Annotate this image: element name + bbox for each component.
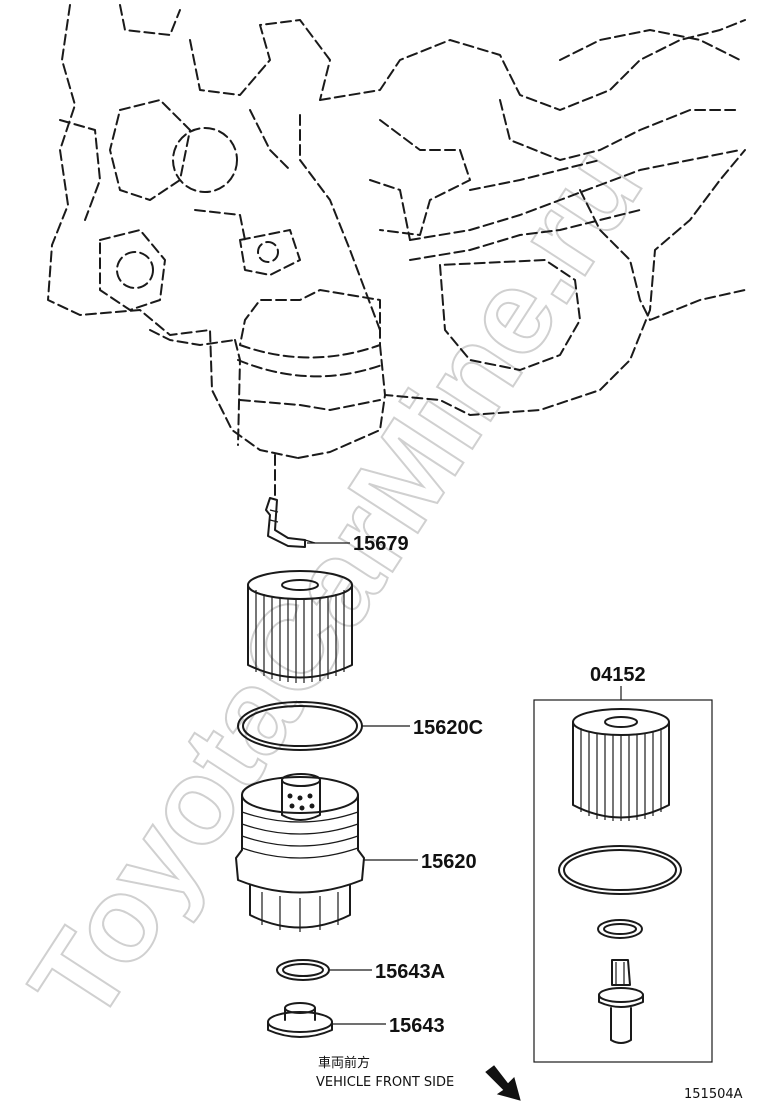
kit-o-ring-large: [558, 845, 682, 895]
oil-filter-element: [247, 570, 353, 683]
kit-o-ring-small: [597, 919, 643, 939]
label-15643: 15643: [389, 1015, 445, 1037]
label-15620C: 15620C: [413, 717, 483, 739]
vehicle-front-japanese: 車両前方: [318, 1055, 370, 1071]
drain-plug-15643: [267, 1002, 333, 1038]
engine-block-outline: [47, 4, 746, 459]
vehicle-front-arrow-icon: [485, 1065, 521, 1101]
vehicle-front-english: VEHICLE FRONT SIDE: [316, 1075, 454, 1090]
label-04152: 04152: [590, 664, 646, 686]
label-15643A: 15643A: [375, 961, 445, 983]
kit-filter-element: [572, 708, 670, 821]
label-15679: 15679: [353, 533, 409, 555]
oil-filter-cap-15620: [235, 773, 365, 932]
figure-id: 151504A: [684, 1087, 743, 1102]
label-15620: 15620: [421, 851, 477, 873]
watermark-text: ToyotaCarMine.ru: [4, 123, 667, 1044]
kit-04152-box: [533, 699, 713, 1063]
o-ring-15643A: [276, 959, 330, 981]
watermark: ToyotaCarMine.ru: [3, 122, 668, 1045]
kit-drain-pipe: [598, 959, 644, 1044]
